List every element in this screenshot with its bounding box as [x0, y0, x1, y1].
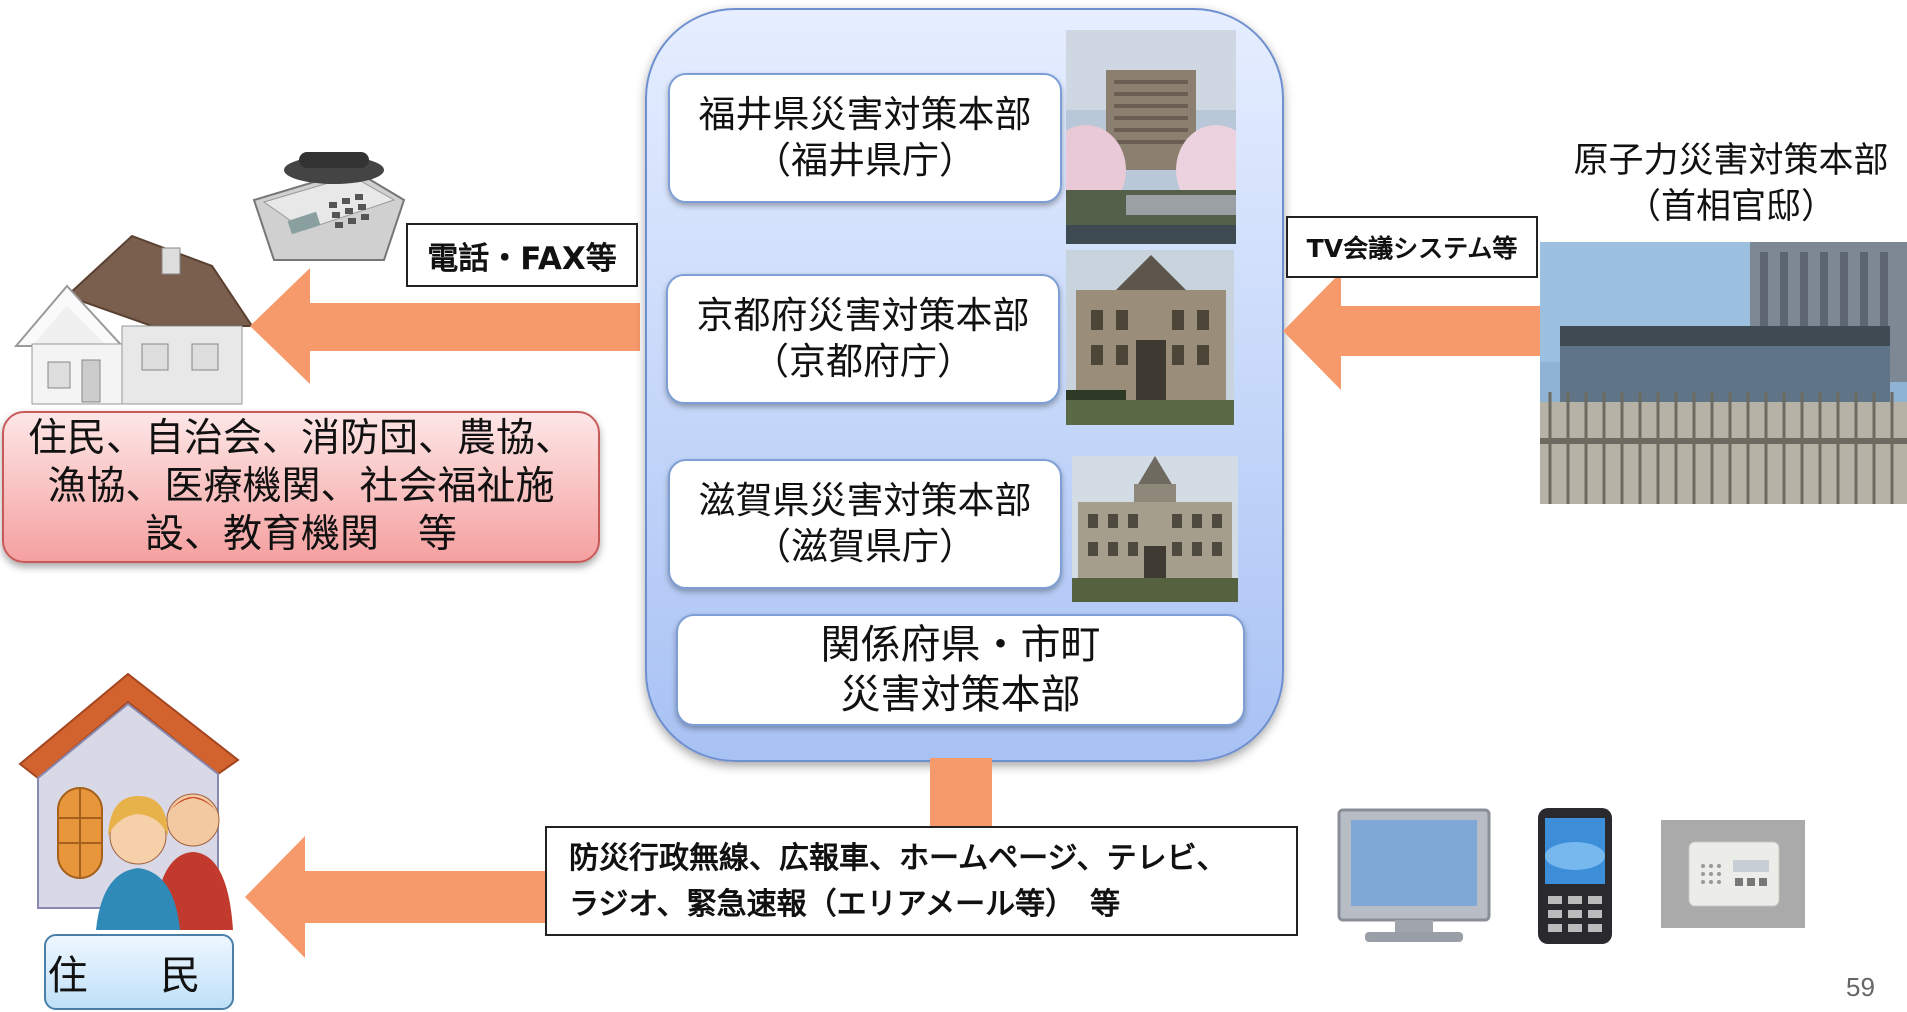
related-hq-line2: 災害対策本部 — [840, 672, 1081, 718]
broadcast-media-label: 防災行政無線、広報車、ホームページ、テレビ、 ラジオ、緊急速報（エリアメール等）… — [545, 826, 1298, 936]
arrow-left-from-pm — [1283, 272, 1540, 390]
pm-office-label: 原子力災害対策本部 （首相官邸） — [1555, 138, 1907, 230]
fukui-office-photo — [1066, 30, 1236, 244]
residents-label: 住 民 — [44, 934, 234, 1010]
recipients-line2: 漁協、医療機関、社会福祉施 — [47, 464, 555, 509]
page-number: 59 — [1846, 972, 1875, 1002]
related-hq-line1: 関係府県・市町 — [820, 622, 1101, 668]
phone-fax-label: 電話・FAX等 — [406, 223, 638, 287]
broadcast-line1: 防災行政無線、広報車、ホームページ、テレビ、 — [569, 841, 1227, 876]
kyoto-hq-sub: （京都府庁） — [752, 340, 974, 383]
pm-office-sub: （首相官邸） — [1625, 187, 1836, 227]
television-icon — [1337, 808, 1491, 942]
fukui-hq-box: 福井県災害対策本部 （福井県庁） — [668, 73, 1062, 203]
kyoto-office-photo — [1066, 250, 1234, 425]
recipients-line1: 住民、自治会、消防団、農協、 — [27, 416, 574, 461]
arrow-left-lower — [245, 836, 545, 958]
related-hq-box: 関係府県・市町 災害対策本部 — [676, 614, 1245, 726]
fukui-hq-name: 福井県災害対策本部 — [698, 93, 1032, 136]
house-family-icon — [18, 672, 240, 930]
arrow-left-upper — [250, 268, 640, 384]
recipients-line3: 設、教育機関 等 — [144, 512, 457, 557]
broadcast-line2: ラジオ、緊急速報（エリアメール等） 等 — [569, 887, 1121, 922]
house-icon — [13, 234, 254, 405]
pm-office-photo — [1540, 242, 1907, 504]
pm-office-name: 原子力災害対策本部 — [1573, 141, 1889, 181]
fukui-hq-sub: （福井県庁） — [754, 139, 976, 182]
recipients-box: 住民、自治会、消防団、農協、 漁協、医療機関、社会福祉施 設、教育機関 等 — [2, 411, 600, 563]
mobile-phone-icon — [1538, 808, 1612, 944]
shiga-hq-box: 滋賀県災害対策本部 （滋賀県庁） — [668, 459, 1062, 589]
radio-receiver-icon — [1661, 820, 1805, 928]
tv-conference-label: TV会議システム等 — [1286, 216, 1538, 278]
shiga-hq-name: 滋賀県災害対策本部 — [698, 479, 1032, 522]
fax-machine-icon — [252, 152, 406, 261]
connector-bar — [930, 758, 992, 830]
kyoto-hq-name: 京都府災害対策本部 — [696, 294, 1030, 337]
shiga-hq-sub: （滋賀県庁） — [754, 525, 976, 568]
shiga-office-photo — [1072, 456, 1238, 602]
kyoto-hq-box: 京都府災害対策本部 （京都府庁） — [666, 274, 1060, 404]
